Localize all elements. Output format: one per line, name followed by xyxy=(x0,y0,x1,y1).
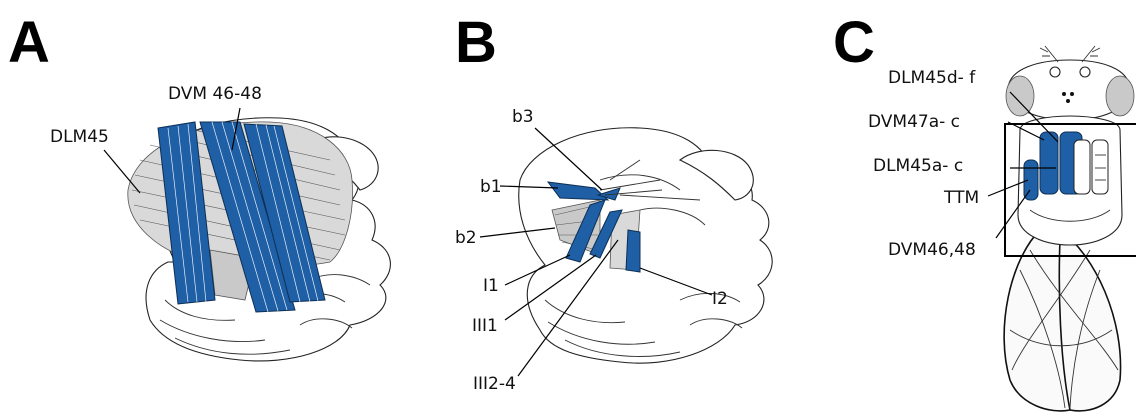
right-eye-icon xyxy=(1106,76,1134,116)
label-iii1: III1 xyxy=(472,316,498,336)
dvm-right xyxy=(1092,140,1108,194)
fly-head xyxy=(1006,46,1134,120)
ttm-muscle xyxy=(1024,160,1038,200)
label-dlm45a-c: DLM45a- c xyxy=(873,156,963,176)
label-b3: b3 xyxy=(512,107,534,127)
dlm45-right xyxy=(1074,140,1090,194)
label-ttm: TTM xyxy=(943,188,979,208)
label-iii2-4: III2-4 xyxy=(473,374,516,394)
label-i1: I1 xyxy=(483,276,499,296)
label-b2: b2 xyxy=(455,228,477,248)
dlm45-left-a xyxy=(1040,132,1058,194)
left-eye-icon xyxy=(1006,76,1034,116)
fly-wings xyxy=(1004,230,1120,411)
label-dvm-46-48: DVM 46-48 xyxy=(168,84,262,104)
panel-c: C xyxy=(833,10,1136,411)
label-i2: I2 xyxy=(712,289,728,309)
panel-c-letter: C xyxy=(833,10,875,75)
label-dlm45d-f: DLM45d- f xyxy=(888,68,976,88)
panel-b-thorax-outline xyxy=(519,128,772,363)
label-dlm45: DLM45 xyxy=(50,127,109,147)
panel-a-letter: A xyxy=(8,10,50,75)
label-dvm46-48: DVM46,48 xyxy=(888,240,976,260)
panel-b: B xyxy=(455,10,772,394)
panel-b-letter: B xyxy=(455,10,497,75)
panel-a: A xyxy=(8,10,390,361)
label-b1: b1 xyxy=(480,177,502,197)
label-dvm47a-c: DVM47a- c xyxy=(868,112,960,132)
